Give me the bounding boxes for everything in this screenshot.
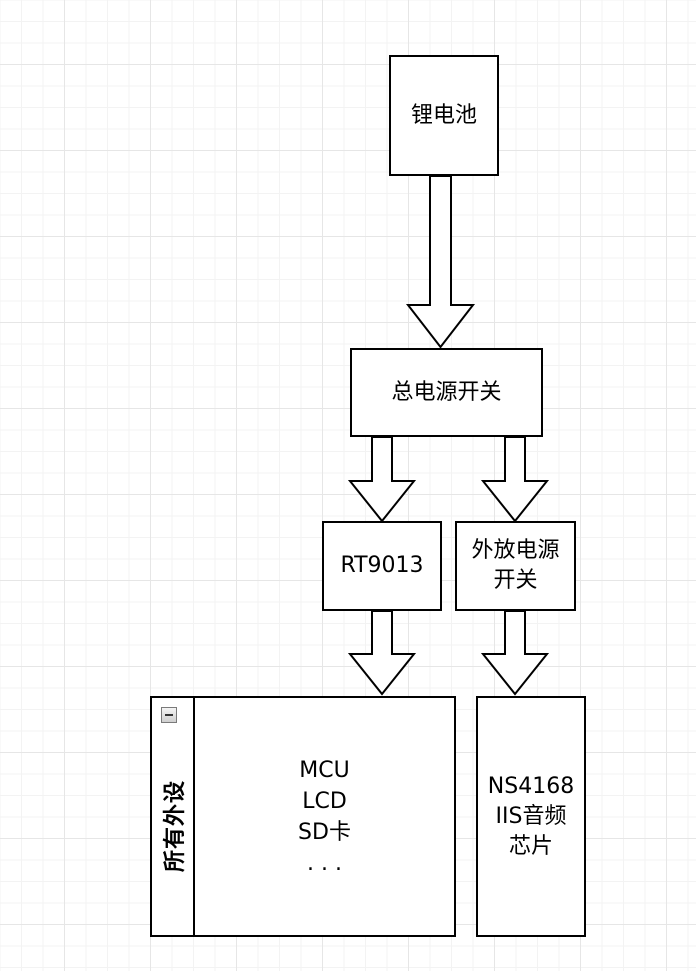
rt9013-node[interactable]: RT9013 xyxy=(322,521,442,611)
main-power-switch-node[interactable]: 总电源开关 xyxy=(350,348,543,437)
arrow-rt9013-to-peripherals xyxy=(347,610,417,696)
peripherals-pool[interactable]: 所有外设 MCU LCD SD卡 . . . xyxy=(150,696,456,937)
arrow-battery-to-main-switch xyxy=(405,175,476,349)
pool-title: 所有外设 xyxy=(163,779,188,873)
arrow-main-switch-to-rt9013 xyxy=(347,436,417,523)
arrow-amp-switch-to-audio-chip xyxy=(480,610,550,696)
amp-power-switch-node[interactable]: 外放电源 开关 xyxy=(455,521,576,611)
audio-chip-node[interactable]: NS4168 IIS音频 芯片 xyxy=(476,696,586,937)
arrow-main-switch-to-amp-switch xyxy=(480,436,550,523)
minus-collapse-icon[interactable] xyxy=(161,707,177,723)
pool-content: MCU LCD SD卡 . . . xyxy=(298,757,351,876)
battery-node[interactable]: 锂电池 xyxy=(389,55,499,176)
pool-header: 所有外设 xyxy=(152,698,195,935)
